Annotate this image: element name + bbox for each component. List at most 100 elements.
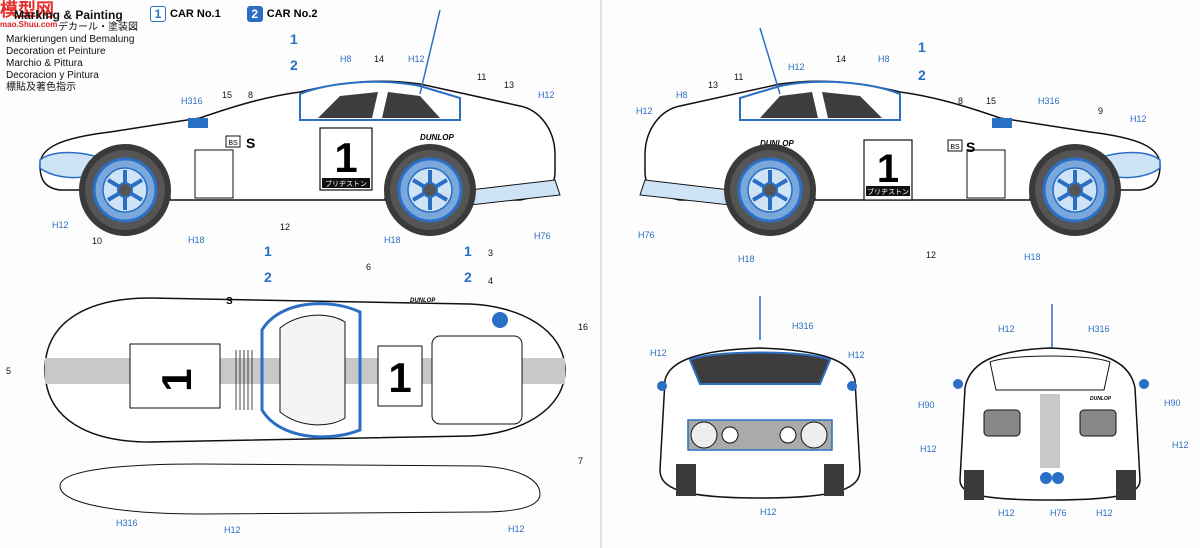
race-number-side-left: 1 <box>334 134 357 181</box>
part-7: 7 <box>578 456 583 466</box>
taillight-right <box>1079 409 1117 437</box>
paint-h90-rear-left: H90 <box>918 400 935 410</box>
paint-h76-rear: H76 <box>1050 508 1067 518</box>
rear-wheel-left <box>382 142 478 238</box>
paint-h316-front: H316 <box>792 321 814 331</box>
car1-label: CAR No.1 <box>170 8 221 20</box>
paint-h316-left: H316 <box>181 96 203 106</box>
callouts-rear: H12 H316 H90 H90 H12 H12 H12 H76 H12 <box>918 324 1189 518</box>
paint-h76-right: H76 <box>638 230 655 240</box>
mirror-front-right <box>847 381 857 391</box>
roof-top <box>279 314 346 426</box>
callout-car1-left: 1 <box>290 31 298 47</box>
paint-h12-rear-bottom-right: H12 <box>1096 508 1113 518</box>
part-8-left: 8 <box>248 90 253 100</box>
legend-line-it: Marchio & Pittura <box>6 58 83 69</box>
part-10-left: 10 <box>92 236 102 246</box>
s-decal-top: S <box>226 296 233 307</box>
dunlop-decal-right: DUNLOP <box>760 139 794 148</box>
legend-line-jp: デカール・塗装図 <box>58 22 138 33</box>
side-view-right: 1 ブリヂストン S BS DUNLOP <box>639 27 1161 238</box>
paint-h316-right: H316 <box>1038 96 1060 106</box>
part-11-right: 11 <box>734 72 743 82</box>
paint-h90-rear-right: H90 <box>1164 398 1181 408</box>
callouts-side-left: 1 2 H316 H8 H12 H12 H12 H18 H18 H76 <box>52 31 555 245</box>
part-15-right: 15 <box>986 96 996 106</box>
paint-h12-right-roof: H12 <box>788 62 805 72</box>
sponsor-strip-left <box>322 178 370 188</box>
legend-line-cn: 標貼及著色指示 <box>6 82 76 93</box>
legend-line-fr: Decoration et Peinture <box>6 46 106 57</box>
car2-label: CAR No.2 <box>266 8 318 20</box>
paint-h12-top: H12 <box>224 525 241 535</box>
paint-h12-rear-right: H12 <box>1172 440 1189 450</box>
part-13-left: 13 <box>504 80 514 90</box>
side-door-panel <box>194 149 234 199</box>
page-fold <box>600 0 602 548</box>
part-12-right: 12 <box>926 250 936 260</box>
mirror-rear-right <box>1139 379 1149 389</box>
rear-view: DUNLOP <box>953 304 1149 501</box>
window-rear-right <box>760 92 818 118</box>
callouts-front: H316 H12 H12 H12 <box>650 321 865 517</box>
part-11-left: 11 <box>477 72 486 82</box>
rear-window-top <box>431 335 523 425</box>
part-9-right: 9 <box>1098 106 1103 116</box>
paint-h18-front-left: H18 <box>188 235 205 245</box>
bs-decal-right-box <box>947 139 963 152</box>
part-4: 4 <box>488 276 493 286</box>
part-8-right: 8 <box>958 96 963 106</box>
callout-top-4: 2 <box>464 269 472 285</box>
callout-top-car2: 2 <box>264 269 272 285</box>
window-front-right <box>822 92 882 118</box>
part-numbers-side-left: 15 8 14 11 13 10 12 <box>92 54 514 246</box>
rear-window <box>989 355 1111 391</box>
cockpit-top <box>260 302 362 439</box>
dunlop-decal-left: DUNLOP <box>420 133 454 142</box>
part-14-left: 14 <box>374 54 384 64</box>
legend-heading: Marking & Painting <box>14 8 123 22</box>
paint-h12-top-rear: H12 <box>508 524 525 534</box>
part-14-right: 14 <box>836 54 846 64</box>
paint-h12-rear-left: H12 <box>538 90 555 100</box>
windshield-front <box>688 351 832 385</box>
callouts-side-right: 1 2 H12 H8 H12 H8 H316 H12 H76 H18 H18 <box>636 39 1147 264</box>
part-numbers-top: 5 6 7 16 3 4 <box>6 248 588 466</box>
window-front <box>318 92 378 118</box>
paint-h12-right-rear: H12 <box>636 106 653 116</box>
paint-h12-front-left-mirror: H12 <box>650 348 667 358</box>
mirror-front-left <box>657 381 667 391</box>
callout-top-3: 1 <box>464 243 472 259</box>
callout-car1-right: 1 <box>918 39 926 55</box>
rear-wheel-right <box>722 142 818 238</box>
sponsor-strip-right <box>866 186 910 196</box>
fuel-cap-top <box>492 312 508 328</box>
part-13-right: 13 <box>708 80 718 90</box>
legend-line-de: Markierungen und Bemalung <box>6 34 135 45</box>
callout-top-car1: 1 <box>264 243 272 259</box>
legend: Marking & Painting デカール・塗装図 Markierungen… <box>6 8 138 94</box>
headlight-left <box>690 421 718 449</box>
paint-h12-rear-left: H12 <box>920 444 937 454</box>
foglight-right <box>779 426 797 444</box>
paint-h12-right-front: H12 <box>1130 114 1147 124</box>
part-3: 3 <box>488 248 493 258</box>
mirror-rear-left <box>953 379 963 389</box>
taillight-left <box>983 409 1021 437</box>
rear-number-panel <box>377 345 423 407</box>
bs-decal-left: BS <box>228 140 238 147</box>
paint-h12-front-left: H12 <box>52 220 69 230</box>
paint-h8-right-rear: H8 <box>676 90 688 100</box>
part-12-left: 12 <box>280 222 290 232</box>
tyre-front-left <box>676 464 696 496</box>
bs-decal-right: BS <box>950 144 960 151</box>
front-view <box>657 296 861 499</box>
mirror-right <box>992 118 1012 128</box>
rear-stripe <box>1040 394 1060 468</box>
legend-line-es: Decoracion y Pintura <box>6 70 99 81</box>
part-16: 16 <box>578 322 588 332</box>
s-decal-left: S <box>246 135 255 151</box>
watermark-logo: 模型网 mao.Shuu.com <box>0 0 58 29</box>
